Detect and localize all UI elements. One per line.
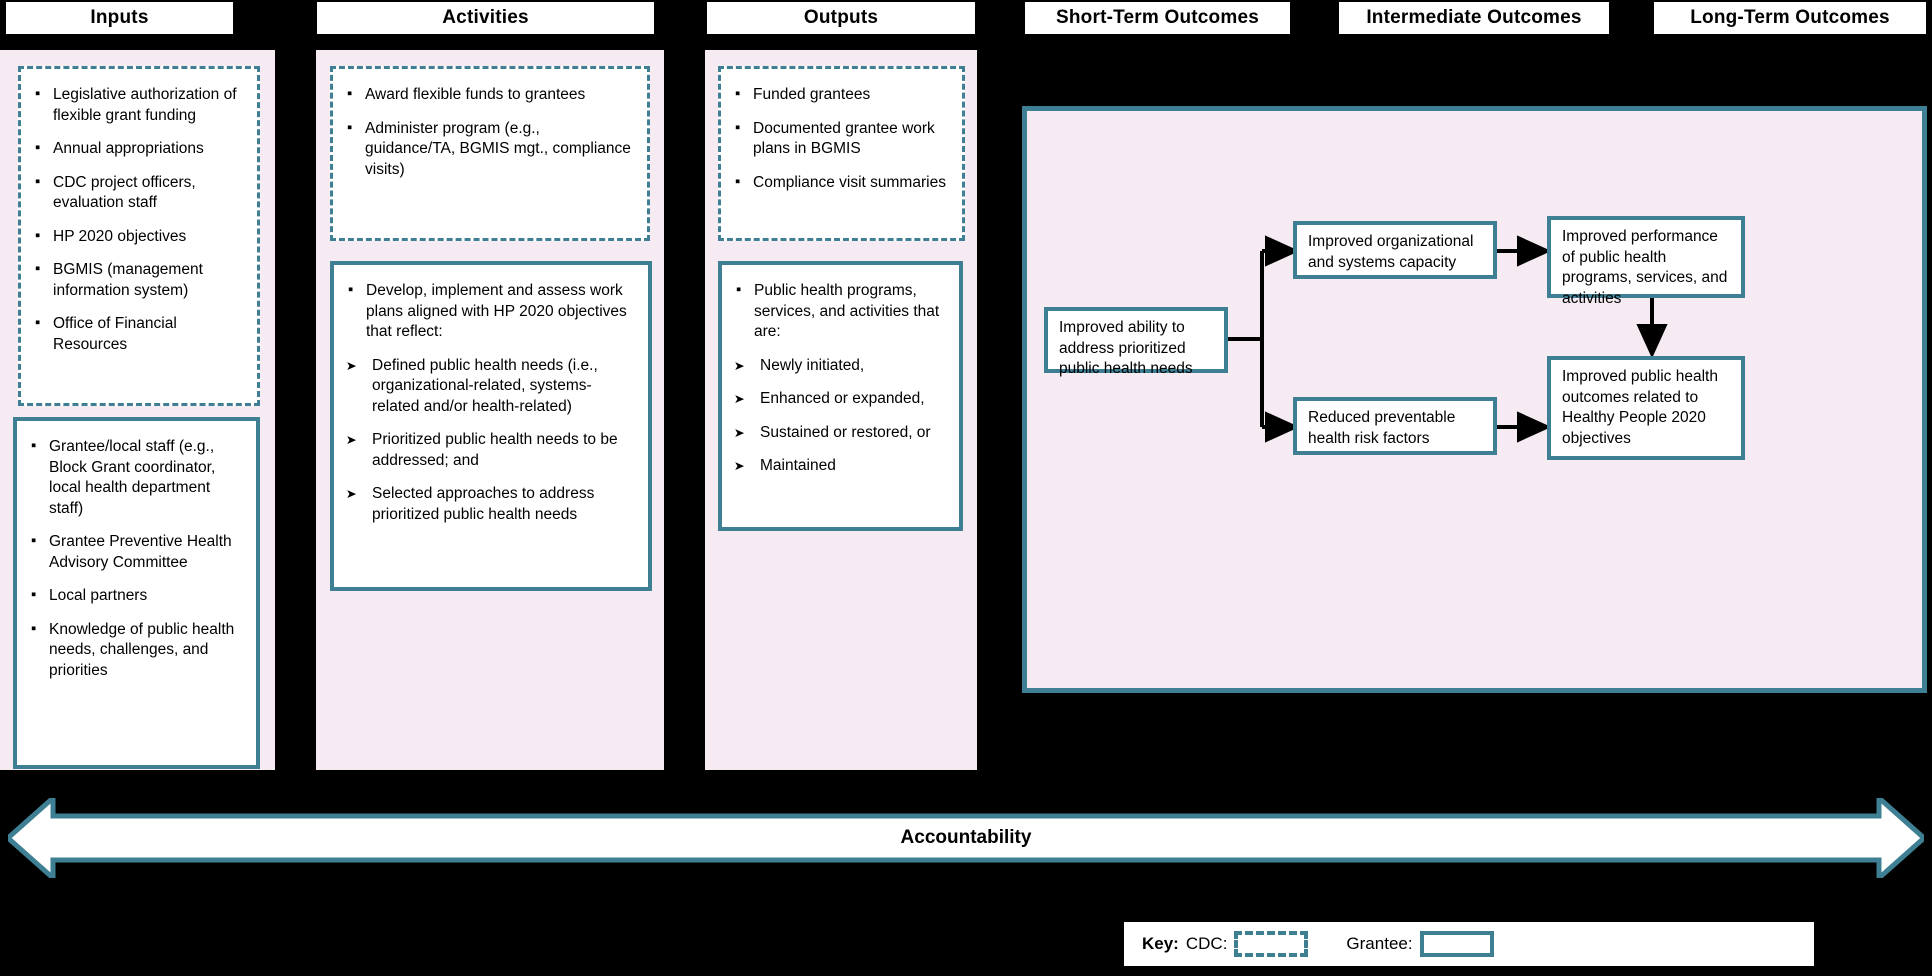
- list-item: HP 2020 objectives: [33, 226, 243, 248]
- activities-cdc-box: Award flexible funds to grantees Adminis…: [330, 66, 650, 241]
- list-item: Award flexible funds to grantees: [345, 84, 633, 106]
- column-header-short-term-outcomes: Short-Term Outcomes: [1025, 2, 1290, 34]
- outcome-box-reduced-risk-factors-label: Reduced preventable health risk factors: [1308, 409, 1456, 447]
- column-header-outputs: Outputs: [707, 2, 975, 34]
- outcome-box-improved-performance-label: Improved performance of public health pr…: [1562, 228, 1728, 307]
- legend-key: Key: CDC: Grantee:: [1124, 922, 1814, 966]
- list-item: Enhanced or expanded,: [734, 389, 945, 410]
- list-item: Prioritized public health needs to be ad…: [346, 430, 634, 471]
- outcomes-panel: Improved ability to address prioritized …: [1022, 106, 1927, 693]
- inputs-grantee-list: Grantee/local staff (e.g., Block Grant c…: [29, 436, 242, 682]
- list-item: Administer program (e.g., guidance/TA, B…: [345, 118, 633, 181]
- accountability-label-wrap: Accountability: [0, 798, 1932, 878]
- column-header-inputs: Inputs: [6, 2, 233, 34]
- list-item: Knowledge of public health needs, challe…: [29, 619, 242, 682]
- list-item: Compliance visit summaries: [733, 172, 948, 194]
- column-header-inputs-label: Inputs: [90, 7, 149, 28]
- legend-key-label: Key:: [1142, 934, 1179, 953]
- list-item: Maintained: [734, 456, 945, 477]
- outputs-cdc-box: Funded grantees Documented grantee work …: [718, 66, 965, 241]
- list-item: Develop, implement and assess work plans…: [346, 280, 634, 343]
- list-item: Annual appropriations: [33, 138, 243, 160]
- column-header-long-term-outcomes: Long-Term Outcomes: [1654, 2, 1926, 34]
- inputs-grantee-box: Grantee/local staff (e.g., Block Grant c…: [13, 417, 260, 769]
- inputs-cdc-list: Legislative authorization of flexible gr…: [33, 84, 243, 355]
- list-item: Grantee Preventive Health Advisory Commi…: [29, 531, 242, 573]
- accountability-label: Accountability: [900, 827, 1032, 848]
- outcome-box-improved-outcomes: Improved public health outcomes related …: [1547, 356, 1745, 460]
- list-item: CDC project officers, evaluation staff: [33, 172, 243, 214]
- list-item: Documented grantee work plans in BGMIS: [733, 118, 948, 160]
- activities-grantee-box: Develop, implement and assess work plans…: [330, 261, 652, 591]
- legend-cdc-label: CDC:: [1185, 934, 1228, 953]
- outputs-grantee-list: Public health programs, services, and ac…: [734, 280, 945, 477]
- list-item: Local partners: [29, 585, 242, 607]
- outcome-box-improved-performance: Improved performance of public health pr…: [1547, 216, 1745, 307]
- outcome-box-improved-outcomes-label: Improved public health outcomes related …: [1562, 368, 1718, 447]
- legend-grantee-swatch: [1419, 931, 1494, 957]
- list-item: BGMIS (management information system): [33, 259, 243, 301]
- column-header-short-term-label: Short-Term Outcomes: [1056, 7, 1259, 28]
- list-item: Selected approaches to address prioritiz…: [346, 484, 634, 525]
- legend-cdc-swatch: [1234, 931, 1309, 957]
- column-header-intermediate-outcomes: Intermediate Outcomes: [1339, 2, 1609, 34]
- list-item: Defined public health needs (i.e., organ…: [346, 356, 634, 418]
- column-header-activities: Activities: [317, 2, 654, 34]
- list-item: Public health programs, services, and ac…: [734, 280, 945, 343]
- list-item: Funded grantees: [733, 84, 948, 106]
- list-item: Newly initiated,: [734, 356, 945, 377]
- list-item: Legislative authorization of flexible gr…: [33, 84, 243, 126]
- accountability-arrow: [8, 798, 1924, 878]
- column-header-outputs-label: Outputs: [803, 7, 879, 28]
- legend-grantee-label: Grantee:: [1346, 934, 1413, 953]
- activities-grantee-list: Develop, implement and assess work plans…: [346, 280, 634, 525]
- outcome-box-improved-ability: Improved ability to address prioritized …: [1044, 307, 1228, 377]
- outcome-box-improved-ability-label: Improved ability to address prioritized …: [1059, 319, 1193, 377]
- list-item: Grantee/local staff (e.g., Block Grant c…: [29, 436, 242, 519]
- inputs-cdc-box: Legislative authorization of flexible gr…: [18, 66, 260, 406]
- outcome-box-improved-capacity: Improved organizational and systems capa…: [1293, 221, 1497, 279]
- column-header-activities-label: Activities: [442, 7, 529, 28]
- column-header-long-term-label: Long-Term Outcomes: [1690, 7, 1890, 28]
- outcome-box-reduced-risk-factors: Reduced preventable health risk factors: [1293, 397, 1497, 455]
- activities-cdc-list: Award flexible funds to grantees Adminis…: [345, 84, 633, 181]
- list-item: Sustained or restored, or: [734, 423, 945, 444]
- list-item: Office of Financial Resources: [33, 313, 243, 355]
- outcome-box-improved-capacity-label: Improved organizational and systems capa…: [1308, 233, 1474, 271]
- outputs-cdc-list: Funded grantees Documented grantee work …: [733, 84, 948, 194]
- column-header-intermediate-label: Intermediate Outcomes: [1366, 7, 1582, 28]
- outputs-grantee-box: Public health programs, services, and ac…: [718, 261, 963, 531]
